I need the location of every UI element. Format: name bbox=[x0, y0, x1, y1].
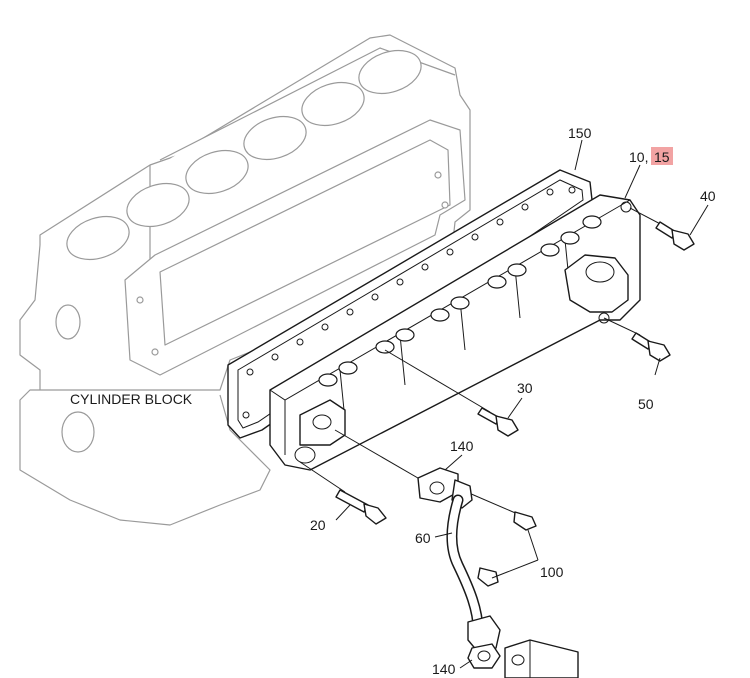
gasket-140-bottom bbox=[467, 643, 501, 669]
label-150: 150 bbox=[568, 125, 592, 141]
oil-cooler-10 bbox=[269, 194, 641, 471]
label-100: 100 bbox=[540, 564, 564, 580]
leader-lines bbox=[335, 139, 709, 669]
label-15: 15 bbox=[654, 149, 670, 165]
label-20: 20 bbox=[310, 517, 326, 533]
bolt-100-upper bbox=[461, 489, 537, 531]
bolt-30 bbox=[384, 349, 519, 437]
label-10: 10, bbox=[629, 149, 648, 165]
bolt-100-lower bbox=[477, 567, 499, 587]
stud-20 bbox=[299, 461, 387, 525]
gasket-140-top bbox=[334, 429, 459, 503]
label-140-top: 140 bbox=[450, 438, 474, 454]
bolt-50 bbox=[603, 317, 671, 362]
label-60: 60 bbox=[415, 530, 431, 546]
mating-block bbox=[504, 639, 579, 678]
highlight-15 bbox=[651, 147, 673, 165]
label-50: 50 bbox=[638, 396, 654, 412]
label-30: 30 bbox=[517, 380, 533, 396]
label-140-bottom: 140 bbox=[432, 661, 456, 677]
bolt-40 bbox=[629, 207, 695, 251]
label-40: 40 bbox=[700, 188, 716, 204]
cylinder-block bbox=[19, 34, 471, 526]
oil-pipe-60 bbox=[446, 479, 501, 653]
label-cylinder-block: CYLINDER BLOCK bbox=[70, 391, 193, 407]
